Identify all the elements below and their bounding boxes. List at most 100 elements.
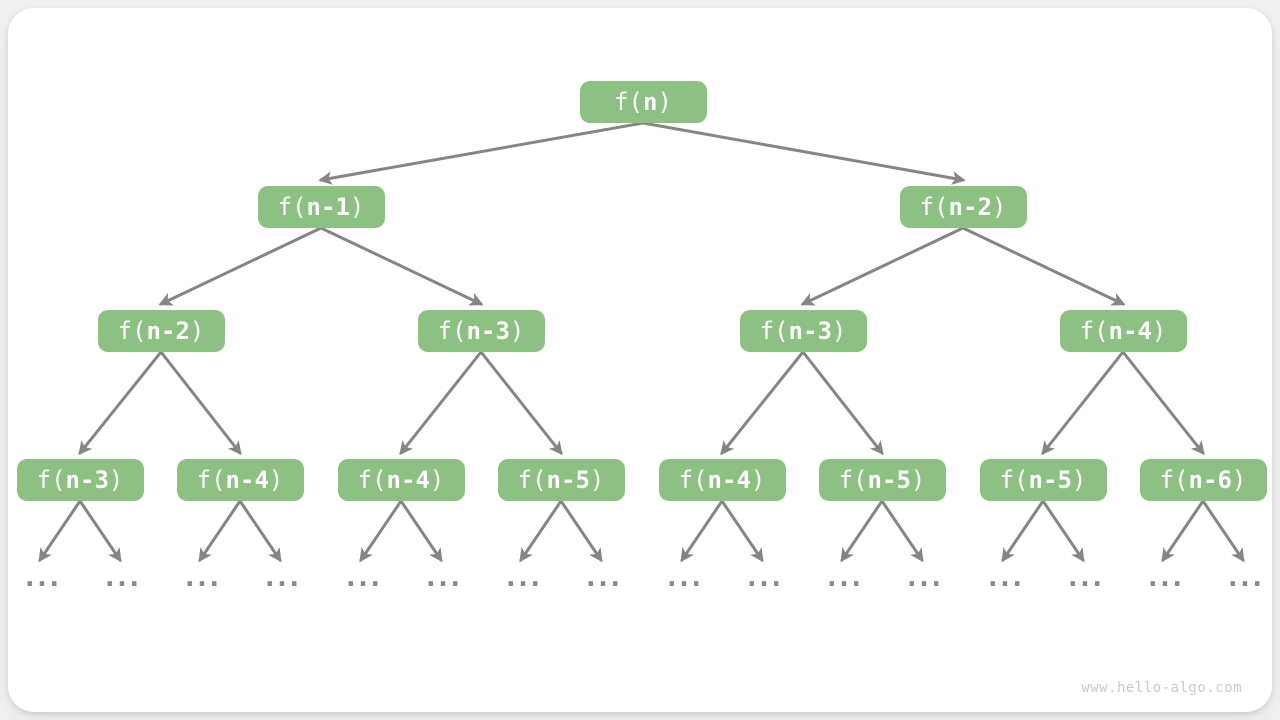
ellipsis: ...: [984, 562, 1026, 593]
ellipsis: ...: [663, 562, 705, 593]
node-label-pre: f(: [614, 88, 643, 116]
tree-edge-arrow: [318, 121, 645, 185]
node-label-pre: f(: [357, 466, 387, 494]
node-label-pre: f(: [1079, 317, 1109, 345]
tree-edge-arrow: [158, 226, 323, 306]
tree-node: f(n-4): [176, 459, 304, 501]
tree-node: f(n-3): [739, 310, 867, 352]
node-label-post: ): [268, 466, 284, 494]
ellipsis: ...: [903, 562, 945, 593]
tree-node: f(n-6): [1139, 459, 1267, 501]
ellipsis: ...: [823, 562, 865, 593]
node-label-post: ): [831, 317, 847, 345]
ellipsis: ...: [502, 562, 544, 593]
tree-edge-arrow: [680, 499, 724, 563]
node-label-pre: f(: [759, 317, 789, 345]
node-label-post: ): [910, 466, 926, 494]
tree-edge-arrow: [319, 226, 484, 306]
tree-node: f(n-2): [97, 310, 225, 352]
node-label-post: ): [1151, 317, 1167, 345]
tree-edge-arrow: [198, 499, 242, 563]
ellipsis: ...: [1224, 562, 1266, 593]
node-label-var: n-6: [1188, 466, 1232, 494]
ellipsis: ...: [1064, 562, 1106, 593]
tree-edge-arrow: [1201, 499, 1245, 563]
node-label-post: ): [429, 466, 445, 494]
node-label-pre: f(: [999, 466, 1029, 494]
tree-edge-arrow: [961, 226, 1126, 306]
node-label-var: n-5: [1028, 466, 1072, 494]
tree-edge-arrow: [479, 350, 563, 456]
node-label-var: n-3: [788, 317, 832, 345]
node-label-pre: f(: [919, 193, 949, 221]
node-label-post: ): [509, 317, 525, 345]
tree-edge-arrow: [880, 499, 924, 563]
tree-edge-arrow: [559, 499, 603, 563]
tree-edge-arrow: [1161, 499, 1205, 563]
ellipsis: ...: [422, 562, 464, 593]
tree-edge-arrow: [78, 350, 163, 456]
node-label-pre: f(: [1159, 466, 1189, 494]
node-label-var: n-5: [867, 466, 911, 494]
node-label-var: n-1: [306, 193, 350, 221]
tree-node: f(n-1): [257, 186, 385, 228]
tree-node: f(n-3): [417, 310, 545, 352]
node-label-var: n-4: [707, 466, 751, 494]
ellipsis: ...: [582, 562, 624, 593]
node-label-pre: f(: [517, 466, 547, 494]
node-label-var: n-5: [546, 466, 590, 494]
node-label-post: ): [189, 317, 205, 345]
tree-edge-arrow: [359, 499, 403, 563]
node-label-post: ): [1231, 466, 1247, 494]
tree-edge-arrow: [519, 499, 563, 563]
node-label-var: n-4: [1108, 317, 1152, 345]
node-label-pre: f(: [277, 193, 307, 221]
tree-edge-arrow: [399, 499, 443, 563]
node-label-post: ): [1071, 466, 1087, 494]
tree-edge-arrow: [1121, 350, 1205, 456]
watermark: www.hello-algo.com: [1081, 680, 1242, 696]
tree-edge-arrow: [840, 499, 884, 563]
tree-edge-arrow: [720, 350, 805, 456]
tree-node: f(n-5): [818, 459, 946, 501]
tree-node: f(n-3): [16, 459, 144, 501]
tree-node: f(n-5): [497, 459, 625, 501]
tree-node: f(n): [579, 81, 707, 123]
tree-edge-arrow: [801, 350, 884, 456]
ellipsis: ...: [1144, 562, 1186, 593]
tree-edge-arrow: [800, 226, 965, 306]
tree-edge-arrow: [78, 499, 122, 563]
tree-edge-arrow: [1001, 499, 1045, 563]
node-label-pre: f(: [36, 466, 66, 494]
node-label-var: n-4: [386, 466, 430, 494]
tree-node: f(n-4): [1059, 310, 1187, 352]
tree-edge-arrow: [1041, 499, 1085, 563]
node-label-var: n-2: [948, 193, 992, 221]
node-label-pre: f(: [117, 317, 147, 345]
node-label-var: n: [643, 88, 658, 116]
node-label-pre: f(: [678, 466, 708, 494]
tree-edge-arrow: [1041, 350, 1125, 456]
node-label-post: ): [750, 466, 766, 494]
node-label-post: ): [108, 466, 124, 494]
node-label-pre: f(: [196, 466, 226, 494]
ellipsis: ...: [21, 562, 63, 593]
figure-card: [8, 8, 1272, 712]
ellipsis: ...: [342, 562, 384, 593]
tree-node: f(n-4): [337, 459, 465, 501]
node-label-post: ): [349, 193, 365, 221]
tree-edge-arrow: [720, 499, 764, 563]
tree-edge-arrow: [399, 350, 483, 456]
node-label-var: n-3: [65, 466, 109, 494]
node-label-post: ): [991, 193, 1007, 221]
ellipsis: ...: [743, 562, 785, 593]
ellipsis: ...: [101, 562, 143, 593]
node-label-var: n-3: [466, 317, 510, 345]
node-label-pre: f(: [437, 317, 467, 345]
tree-edge-arrow: [641, 121, 966, 185]
ellipsis: ...: [181, 562, 223, 593]
tree-edge-arrow: [238, 499, 282, 563]
tree-node: f(n-5): [979, 459, 1107, 501]
tree-edge-arrow: [159, 350, 242, 456]
